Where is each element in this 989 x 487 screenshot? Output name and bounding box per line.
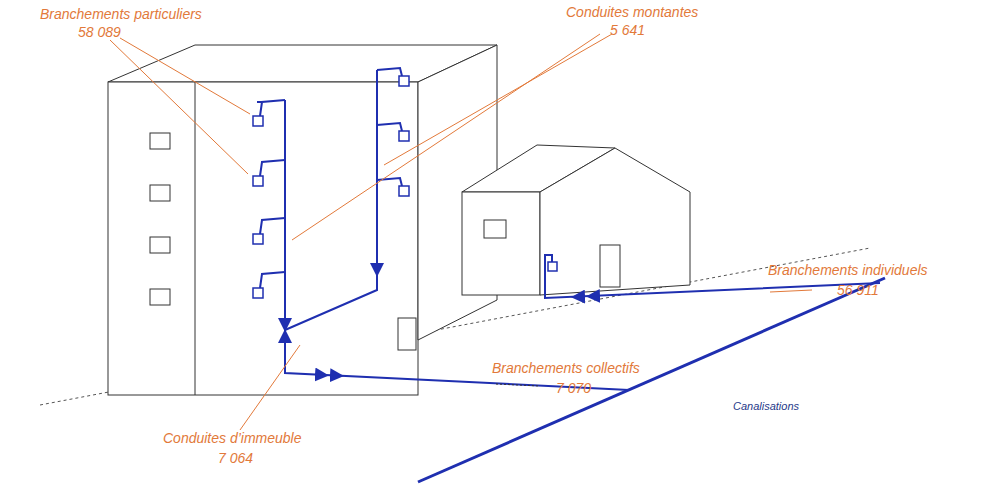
callout-number: 58 089 [78, 24, 121, 41]
callout-number: 7 064 [218, 450, 253, 467]
callout-label: Conduites montantes [566, 4, 698, 21]
pipe-label: Canalisations [733, 398, 799, 415]
callout-label: Branchements individuels [768, 262, 928, 279]
callout-label: Conduites d’immeuble [163, 430, 302, 447]
callout-number: 5 641 [610, 22, 645, 39]
callout-number: 56 911 [837, 282, 879, 299]
callout-label: Branchements particuliers [40, 6, 202, 23]
callout-label: Branchements collectifs [492, 360, 640, 377]
callout-number: 7 070 [556, 380, 591, 397]
